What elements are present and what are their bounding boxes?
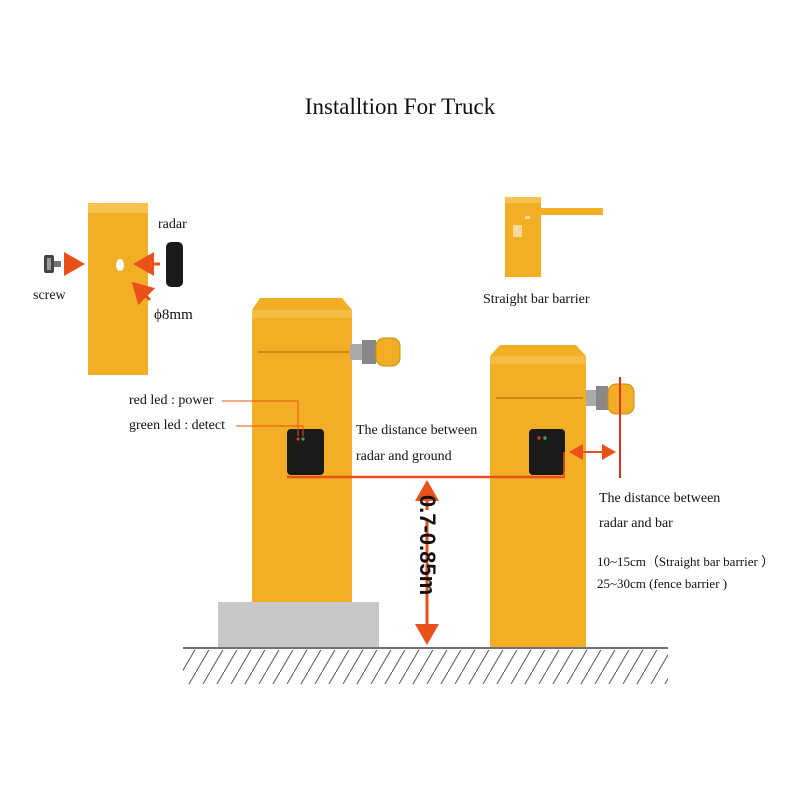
left-photocell-icon [350,337,401,367]
straight-bar-barrier-icon [505,197,603,277]
bar-distance-line2: radar and bar [599,516,673,531]
ground-distance-value: 0.7-0.85m [415,494,440,596]
green-led-label: green led : detect [129,418,226,433]
right-radar-sensor [529,429,565,475]
right-photocell-icon [586,383,635,415]
radar-label: radar [158,217,187,232]
diagram-title: Installtion For Truck [304,94,496,119]
ground-distance-line2: radar and ground [356,449,452,464]
red-led-label: red led : power [129,393,214,408]
screw-label: screw [33,288,66,303]
green-led-icon [301,437,305,441]
barrier-label: Straight bar barrier [483,292,590,307]
ground-hatch [183,650,668,684]
bar-distance-fence: 25~30cm (fence barrier ) [597,576,728,591]
hole-arrow [131,281,156,306]
right-post [490,345,586,647]
bar-distance-line1: The distance between [599,491,721,506]
radar-side-icon [166,242,183,287]
ground-distance-line1: The distance between [356,423,478,438]
base-block [218,602,379,647]
red-led-leader [222,400,299,436]
mount-hole [116,259,124,271]
screw-icon [44,255,61,273]
green-led-leader [236,425,304,436]
hole-size-label: ϕ8mm [154,307,193,323]
left-radar-sensor [287,429,324,475]
bar-distance-straight: 10~15cm（Straight bar barrier ） [597,554,775,569]
red-led-icon [296,437,300,441]
